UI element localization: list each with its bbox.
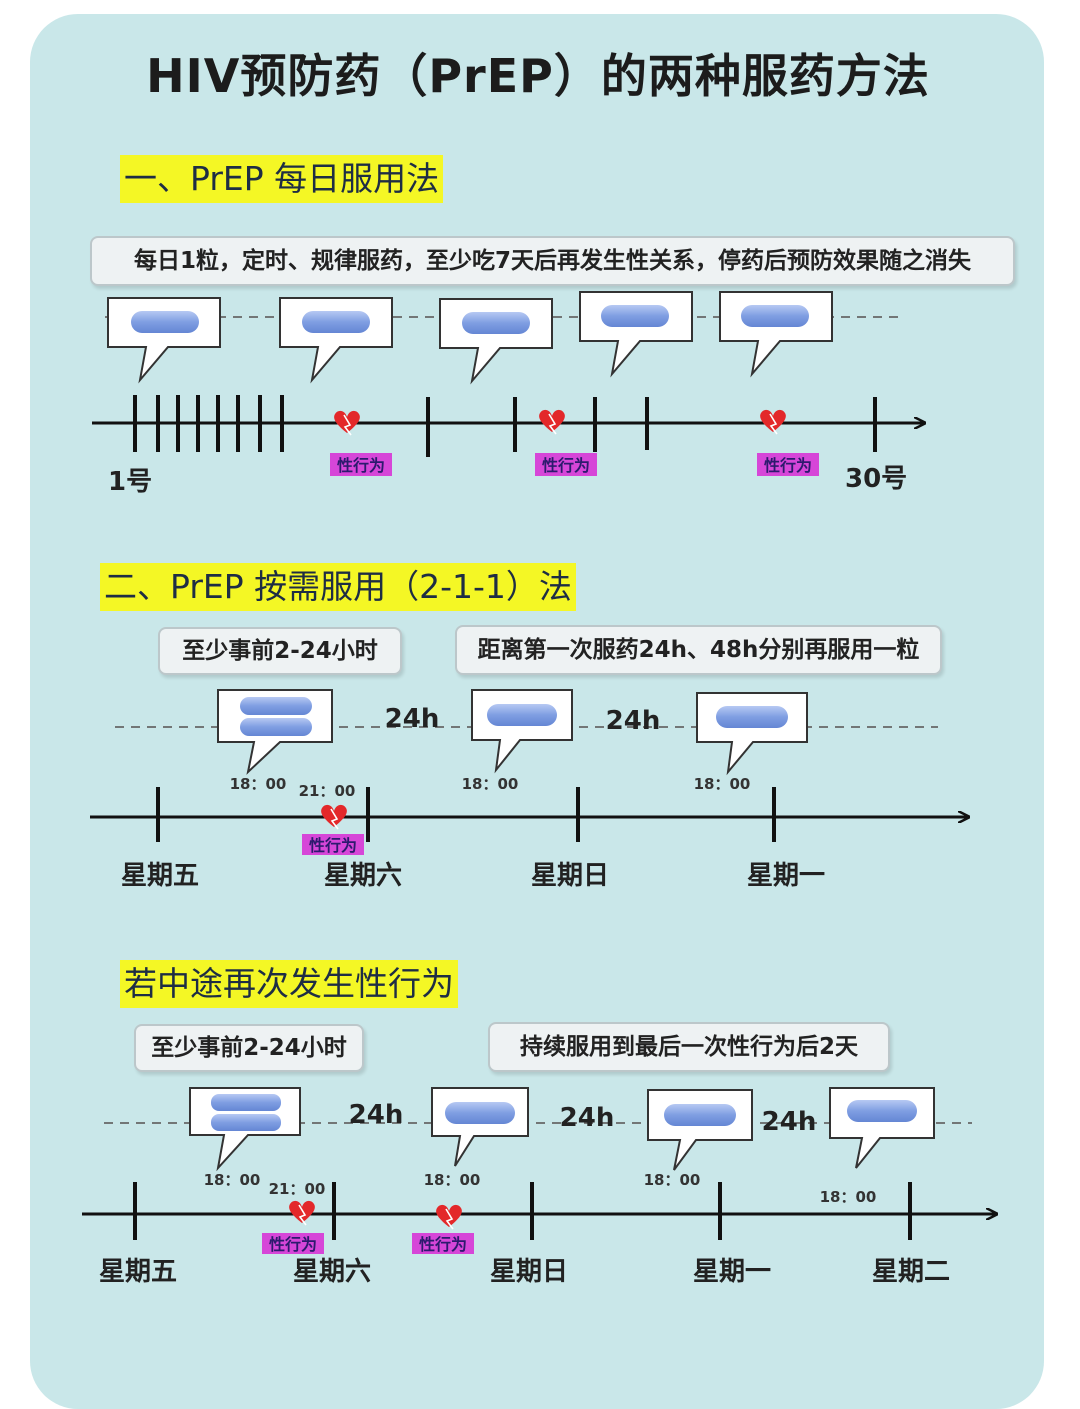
pill-icon [211,1094,281,1111]
interval-label: 24h [606,706,661,736]
daily-pill-callout [107,297,221,384]
day-label: 星期六 [293,1257,371,1287]
day-label: 星期六 [324,861,402,891]
sex-event-label: 性行为 [542,456,590,475]
pill-icon [716,706,788,728]
ondemand-day-ticks [156,787,776,842]
daily-pill-callout [279,297,393,384]
pill-icon [847,1100,917,1122]
pill-icon [211,1114,281,1131]
ondemand-followup-note: 距离第一次服药24h、48h分别再服用一粒 [455,625,942,675]
sex-event-label: 性行为 [269,1235,317,1254]
pill-icon [664,1104,736,1126]
day-label: 星期日 [490,1257,568,1287]
sex-time: 21：00 [269,1180,326,1198]
section-3-heading: 若中途再次发生性行为 [120,960,458,1008]
pill-icon [131,311,199,333]
double-pill-callout [217,689,333,775]
pill-icon [240,697,312,715]
pill-callout [829,1087,935,1169]
heart-icon [435,1204,463,1230]
section-1-heading: 一、PrEP 每日服用法 [120,155,444,203]
sex-event: 性行为 [757,409,819,476]
dose-time: 18：00 [694,775,751,793]
day-label: 星期五 [99,1257,177,1287]
repeat-continue-note: 持续服用到最后一次性行为后2天 [488,1022,890,1072]
pill-icon [462,312,530,334]
daily-timeline: 性行为 性行为 性行为 1号 30号 [92,291,924,497]
dose-time: 18：00 [820,1188,877,1206]
start-day-label: 1号 [108,467,152,497]
ondemand-timeline: 24h 24h 18：00 18：00 18：00 21：00 性行为 星期五 … [90,689,968,891]
dose-time: 18：00 [644,1171,701,1189]
sex-event-label: 性行为 [337,456,385,475]
section-2-heading: 二、PrEP 按需服用（2-1-1）法 [100,563,576,611]
daily-regimen-note: 每日1粒，定时、规律服药，至少吃7天后再发生性关系，停药后预防效果随之消失 [90,236,1015,286]
sex-event: 性行为 [412,1204,474,1254]
daily-pill-callout [439,298,553,385]
interval-label: 24h [349,1100,404,1130]
heart-icon [538,409,566,435]
double-pill-callout [189,1087,301,1172]
pill-callout [471,689,573,774]
sex-event-label: 性行为 [764,456,812,475]
interval-label: 24h [762,1107,817,1137]
dose-time: 18：00 [230,775,287,793]
day-label: 星期一 [747,861,825,891]
heart-icon [333,410,361,436]
dose-time: 18：00 [204,1171,261,1189]
sex-time: 21：00 [299,782,356,800]
ondemand-timing-note: 至少事前2-24小时 [158,627,402,675]
interval-label: 24h [560,1103,615,1133]
pill-icon [302,311,370,333]
pill-callout [696,692,808,776]
sex-event-label: 性行为 [419,1235,467,1254]
repeat-day-ticks [133,1182,912,1240]
daily-pill-callout [719,291,833,378]
day-label: 星期一 [693,1257,771,1287]
pill-callout [431,1087,529,1167]
pill-icon [240,718,312,736]
page-title: HIV预防药（PrEP）的两种服药方法 [146,49,930,103]
daily-day-ticks [133,395,877,457]
pill-icon [445,1102,515,1124]
sex-event-label: 性行为 [309,836,357,855]
heart-icon [288,1200,316,1226]
heart-icon [759,409,787,435]
day-label: 星期五 [121,861,199,891]
sex-event: 性行为 [535,409,597,476]
dose-time: 18：00 [424,1171,481,1189]
sex-event: 性行为 [330,410,392,476]
interval-label: 24h [385,704,440,734]
dose-time: 18：00 [462,775,519,793]
sex-event: 性行为 [302,804,364,855]
end-day-label: 30号 [845,464,907,494]
day-label: 星期日 [531,861,609,891]
pill-icon [487,704,557,726]
heart-icon [320,804,348,830]
repeat-timing-note: 至少事前2-24小时 [134,1024,364,1072]
pill-icon [601,305,669,327]
day-label: 星期二 [872,1257,950,1287]
sex-event: 性行为 [262,1200,324,1254]
daily-pill-callout [579,291,693,378]
pill-callout [647,1089,753,1171]
pill-icon [741,305,809,327]
repeat-timeline: 24h 24h 24h 18：00 18：00 18：00 18：00 21：0… [82,1087,996,1287]
